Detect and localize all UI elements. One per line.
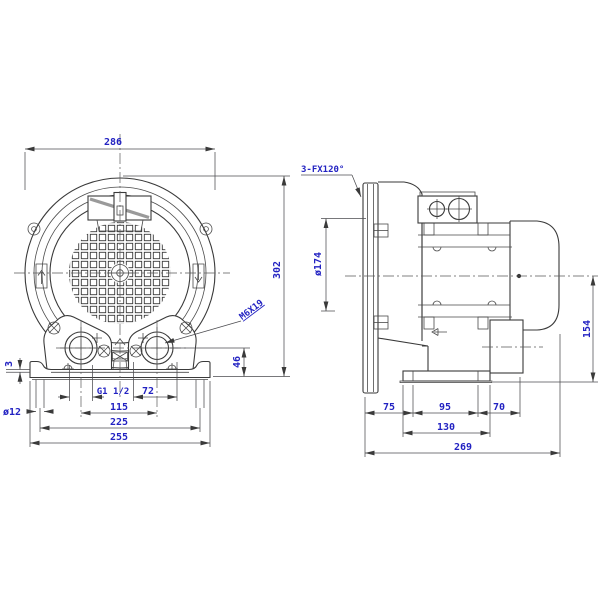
cable-gland-large — [446, 196, 472, 222]
dim-flange-diameter: ø174 — [313, 252, 324, 276]
front-view-dimensions: 286 302 M6X19 46 3 G1 1/2 72 115 ø12 225… — [3, 137, 290, 447]
dim-flange-screw: M6X19 — [238, 298, 266, 322]
motor-rib-band-top — [418, 222, 512, 252]
port-flange-left — [43, 315, 113, 371]
side-flange-faces — [367, 184, 374, 392]
junction-box — [489, 319, 524, 374]
foot-holes-hidden-lines — [35, 379, 205, 408]
dim-foot-hole-spacing: 225 — [110, 417, 128, 428]
front-view-centerlines — [14, 134, 230, 417]
dim-foot-length: 130 — [437, 422, 455, 433]
dim-port-flange-span: 72 — [142, 386, 154, 397]
side-tab-left — [35, 263, 48, 289]
side-view — [345, 181, 598, 394]
dim-port-thread: G1 1/2 — [97, 387, 130, 397]
dim-front-to-foot: 75 — [383, 402, 395, 413]
dim-foot-hole-span: 95 — [439, 402, 451, 413]
dim-port-spacing: 115 — [110, 402, 128, 413]
ear-hole-left-bore — [31, 226, 37, 232]
ear-hole-left — [27, 222, 41, 236]
drain-arrow-icon — [431, 328, 447, 336]
dim-overall-width: 286 — [104, 137, 122, 148]
side-tab-right — [192, 263, 205, 289]
side-housing — [377, 181, 429, 371]
dim-foot-hole-diameter: ø12 — [3, 407, 21, 418]
dim-flange-holes-note: 3-FX120° — [301, 165, 344, 175]
port-flange-right — [127, 315, 197, 371]
cable-gland-small — [427, 199, 447, 219]
side-foot — [399, 370, 493, 384]
dim-plate-thickness: 3 — [4, 361, 15, 367]
dim-foot-to-rear: 70 — [493, 402, 505, 413]
motor-body — [418, 221, 512, 336]
side-view-dimensions: 3-FX120° ø174 75 95 70 130 269 154 — [301, 165, 598, 457]
dim-port-center-height: 46 — [232, 356, 243, 368]
dim-overall-length: 269 — [454, 442, 472, 453]
front-view — [14, 134, 230, 417]
flange-clamps — [373, 223, 389, 330]
ear-hole-right — [199, 222, 213, 236]
side-terminal-box — [417, 191, 478, 224]
dim-base-width: 255 — [110, 432, 128, 443]
side-flange — [362, 182, 379, 394]
centerline-origin-dot — [516, 273, 522, 279]
ear-hole-right-bore — [203, 226, 209, 232]
motor-rib-band-bottom — [418, 300, 512, 330]
dim-axis-height: 154 — [582, 320, 593, 338]
dim-overall-height: 302 — [272, 261, 283, 279]
front-terminal-box — [87, 191, 152, 232]
